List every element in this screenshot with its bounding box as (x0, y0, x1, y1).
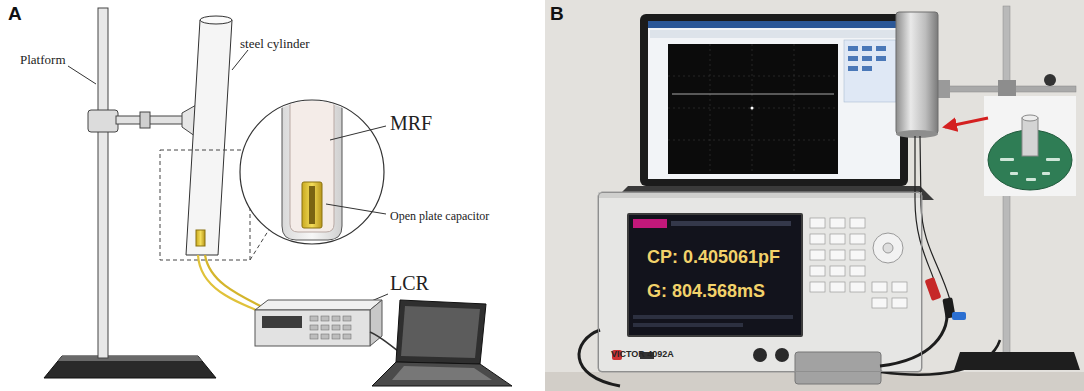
tube-wall (282, 95, 342, 240)
navigation-pad (873, 233, 903, 263)
panel-letter: B (550, 3, 564, 25)
rod-clamp (88, 110, 118, 132)
lcr-buttons (310, 316, 351, 339)
capacitance-reading: CP: 0.405061pF (647, 247, 780, 268)
laptop-keyboard (372, 362, 512, 386)
inset-photo (984, 96, 1076, 196)
plot-trace (672, 94, 834, 95)
disk-slots (1000, 158, 1060, 181)
text-slot: CP: 0.405061pF (647, 247, 780, 268)
stand-rod (98, 8, 108, 358)
terminal-port (753, 348, 767, 362)
cable-tie (952, 312, 966, 320)
part-name: LCR (390, 272, 429, 295)
brand-model-text: VICTOR 4092A (611, 349, 674, 359)
leader-line (232, 50, 248, 70)
laptop-bezel (640, 14, 908, 186)
leader-line (68, 66, 96, 84)
navigation-center (883, 243, 893, 253)
cylinder-bottom (896, 130, 938, 138)
menu-tab (633, 219, 667, 228)
stand-base-top (58, 356, 202, 361)
lcr-side (370, 300, 382, 346)
laptop-screen (396, 300, 486, 364)
terminal-port (775, 348, 789, 362)
alligator-clip (925, 277, 942, 301)
status-bar (633, 315, 793, 319)
part-name: steel cylinder (240, 37, 310, 52)
label-slot: B (550, 3, 564, 25)
panel-b-photo (545, 0, 1084, 391)
part-name: MRF (390, 112, 432, 135)
part-name: Platform (20, 53, 66, 68)
lcr-top (255, 300, 382, 310)
capacitor-gap (309, 186, 315, 224)
label-slot: LCR (390, 272, 429, 295)
lcr-keypad (810, 218, 907, 308)
control-buttons (848, 46, 886, 71)
lcr-display-screen: CP: 0.405061pF G: 804.568mS (627, 213, 803, 337)
test-fixture (795, 352, 881, 384)
menu-bar (671, 221, 791, 226)
label-slot: A (8, 3, 22, 25)
control-panel (844, 40, 896, 102)
cable (880, 304, 947, 366)
laptop-display (401, 306, 480, 358)
stand-base (44, 356, 216, 378)
clamp-arm (116, 116, 186, 124)
capacitor-post (1022, 118, 1038, 156)
leader-line (330, 126, 386, 140)
panel-a-illustration (44, 8, 512, 386)
text-slot: G: 804.568mS (647, 281, 765, 302)
lcr-front (255, 310, 370, 346)
conductance-reading: G: 804.568mS (647, 281, 765, 302)
plot-point (751, 107, 754, 110)
text-slot: VICTOR 4092A (611, 343, 674, 361)
stand-base (954, 352, 1080, 370)
red-pointer-arrow (945, 118, 988, 127)
clamp-knob (1044, 74, 1056, 86)
laptop-keys (392, 366, 492, 380)
lcr-display (262, 316, 302, 328)
capacitor-top (1022, 115, 1038, 121)
leader-line (326, 204, 386, 214)
label-slot: MRF (390, 112, 432, 135)
plot-area (668, 44, 838, 174)
label-slot: Platform (20, 50, 66, 68)
status-bar (633, 323, 743, 327)
zoom-box (160, 150, 250, 260)
capacitor-small (196, 230, 205, 246)
steel-cylinder (186, 20, 232, 255)
plot-grid (668, 44, 838, 174)
steel-cylinder (896, 12, 938, 134)
label-slot: Open plate capacitor (390, 206, 489, 224)
photo-background (545, 0, 1084, 391)
cylinder-top (200, 16, 232, 24)
open-plate-capacitor (302, 182, 322, 228)
label-slot: steel cylinder (240, 34, 310, 52)
lcr-meter-housing (598, 192, 922, 372)
arm-knob (140, 112, 150, 128)
lcr-meter-body: VICTOR 4092A CP: 0.405061pF G: 804.568mS (598, 192, 922, 372)
sensor-wire (915, 136, 934, 280)
zoom-line (250, 228, 270, 260)
rod-clamp (998, 80, 1016, 98)
magnified-tube (282, 95, 342, 240)
window-toolbar (650, 30, 898, 38)
sensor-wire (920, 136, 950, 300)
screen-menu-graphics (629, 215, 801, 335)
panel-letter: A (8, 3, 22, 25)
part-name: Open plate capacitor (390, 210, 489, 224)
window-titlebar (648, 21, 900, 28)
mrf-fluid (290, 95, 334, 232)
laptop-display (648, 21, 900, 179)
